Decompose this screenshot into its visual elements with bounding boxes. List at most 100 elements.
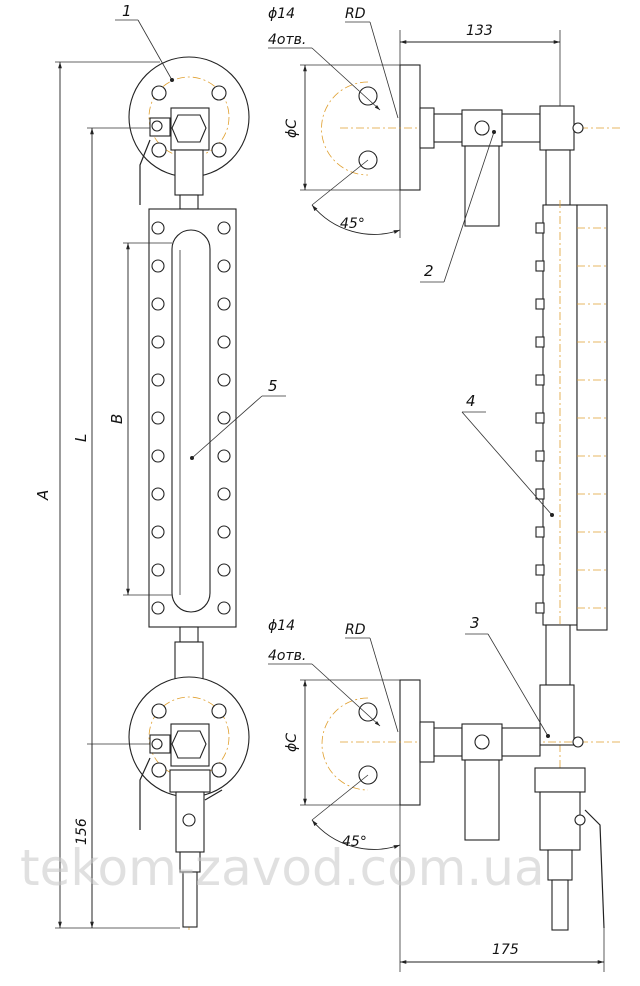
right-dimensions: 133 175 ϕ14 4отв. RD ϕC 45° ϕ14 4отв. RD… [268,6,605,972]
gauge-bolt [217,335,231,349]
gauge-bolt [151,411,165,425]
gauge-bolt [151,601,165,615]
leader-label-2: 2 [424,262,434,280]
leader-dot [492,130,496,134]
side-bolt-head [535,222,545,234]
top-side-tee [501,113,541,143]
gauge-bolt [217,449,231,463]
angle-ref [311,774,369,821]
gauge-bolt [217,525,231,539]
side-bolt-head [535,412,545,424]
watermark: tekom-zavod.com.ua [20,839,545,897]
top-valve-handle [139,139,151,205]
top-side-flange [399,64,421,191]
flange-bolt-hole [211,85,227,101]
top-side-nut [433,113,463,143]
drain-valve-lever [204,789,223,801]
leader-label-4: 4 [466,392,476,410]
gauge-bolt [151,221,165,235]
drain-valve-plug [182,813,196,827]
gauge-glass [171,229,211,613]
leader-line [191,395,263,459]
dim-label-A: A [34,490,52,501]
front-view [128,56,250,930]
top-side-valve-plug [474,120,490,136]
hole-leader [311,663,381,727]
leader-label-3: 3 [470,614,480,632]
angle-label-top: 45° [340,216,365,232]
bottom-valve-stem-cap [151,738,163,750]
side-drain-nipple [547,849,573,881]
flange-bolt-hole [151,142,167,158]
angle-arc-bottom [311,819,401,850]
side-drain-lever [584,809,605,929]
phic-label-bottom: ϕC [284,733,300,752]
flange-bolt-hole [151,703,167,719]
dim-label-175: 175 [492,942,519,958]
bottom-side-handle [464,759,500,841]
angle-ref [311,159,369,206]
side-bolt-head [535,526,545,538]
side-drain-valve [539,791,581,851]
side-scale [576,204,608,631]
bottom-side-block [539,684,575,746]
flange-bolt-hole [211,762,227,778]
top-valve-stem-cap [151,120,163,132]
left-leaders: 1 5 [115,2,286,460]
top-side-spigot [419,107,435,149]
flange-bolt-hole [151,85,167,101]
side-view [300,64,620,931]
top-side-cap [572,122,584,134]
gauge-bolt [151,487,165,501]
holes-count-label-bottom: 4отв. [268,648,306,664]
bottom-side-hole [358,702,378,722]
side-bolt-head [535,374,545,386]
side-bolt-head [535,450,545,462]
angle-label-bottom: 45° [342,834,367,850]
gauge-bolt [217,221,231,235]
angle-arc-top [311,204,401,235]
top-side-hole-arc [321,81,369,176]
bottom-side-flange [399,679,421,806]
flange-bolt-hole [211,142,227,158]
rd-label-bottom: RD [345,622,366,638]
bottom-side-spigot [419,721,435,763]
leader-dot [550,513,554,517]
top-flange-bolt-circle [148,76,230,158]
side-bolt-head [535,602,545,614]
rd-label-top: RD [345,6,366,22]
flange-bolt-hole [211,703,227,719]
dim-label-L: L [72,434,90,442]
leader-dot [546,734,550,738]
top-neck [174,149,204,196]
side-drain-top [534,767,586,793]
bottom-side-valve-plug [474,734,490,750]
side-bolt-head [535,260,545,272]
gauge-bolt [151,525,165,539]
leader-line [461,411,553,516]
gauge-bolt [151,449,165,463]
hole-leader [311,47,381,111]
leader-dot [190,456,194,460]
bottom-side-cap [572,736,584,748]
phic-label-top: ϕC [284,119,300,138]
top-side-neck [545,149,571,206]
gauge-bolt [217,259,231,273]
top-coupling [179,194,199,210]
gauge-bolt [217,297,231,311]
bottom-valve-handle [139,757,151,830]
gauge-bolt [151,335,165,349]
rd-leader [369,637,399,733]
rd-leader [369,21,399,119]
gauge-bolt [151,297,165,311]
gauge-bolt [217,373,231,387]
gauge-bolt [151,373,165,387]
top-side-handle [464,145,500,227]
gauge-bolt [151,259,165,273]
side-bolt-head [535,564,545,576]
hole-diameter-label-bottom: ϕ14 [268,618,295,634]
gauge-bolt [217,411,231,425]
bottom-valve-nut [171,730,207,759]
